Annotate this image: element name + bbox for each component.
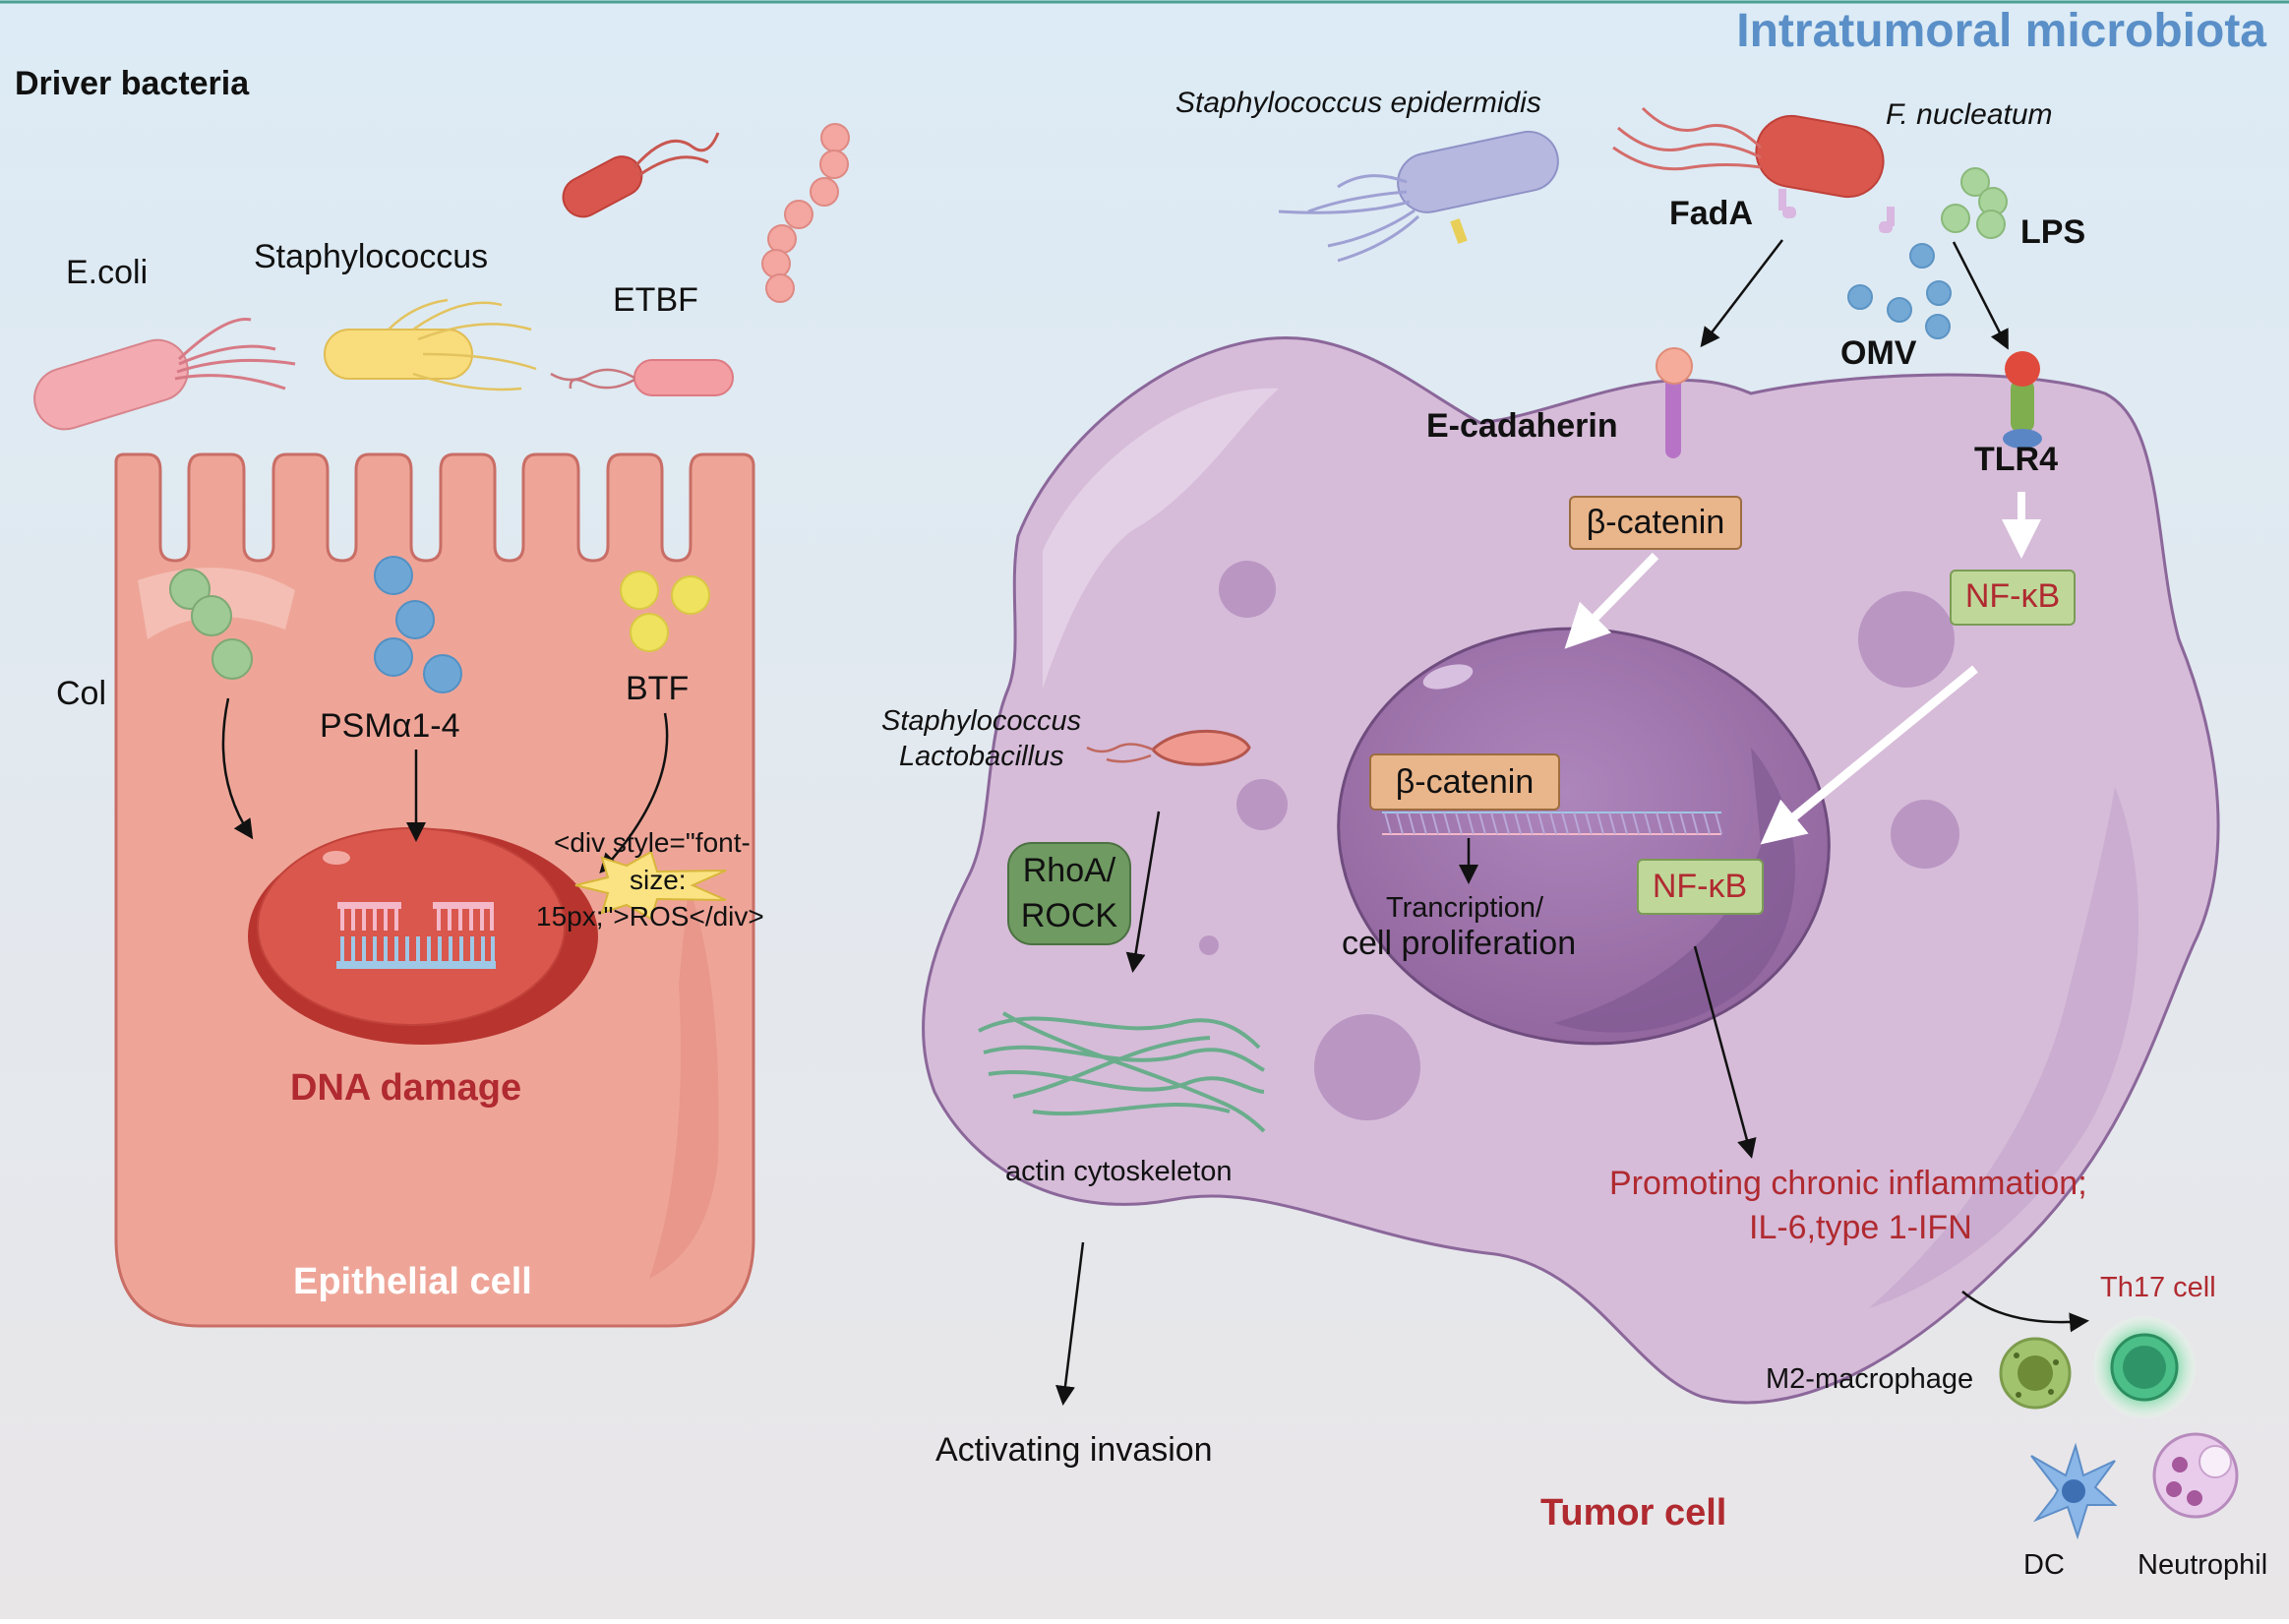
bcatenin-top-label: β-catenin	[1587, 504, 1725, 541]
tumor-cell-label: Tumor cell	[1540, 1492, 1726, 1534]
rhoa-label-line1: RhoA/	[1023, 852, 1116, 889]
bcatenin-nucleus-label: β-catenin	[1396, 763, 1535, 801]
arrow-inflammation-to-th17	[1961, 1291, 2089, 1333]
psm-label: PSMα1-4	[320, 707, 459, 745]
colibactin-particles	[169, 569, 253, 680]
nfkb-nucleus-label: NF-κB	[1653, 868, 1747, 905]
lps-label: LPS	[2020, 213, 2085, 251]
etbf-label: ETBF	[613, 281, 698, 319]
dc-label: DC	[2023, 1549, 2065, 1581]
e-cadherin-receptor-icon	[1656, 347, 1693, 458]
inflammation-label-line1: Promoting chronic inflammation;	[1609, 1165, 2087, 1202]
ecoli-bacterium-icon	[33, 318, 296, 431]
e-cadherin-label: E-cadaherin	[1426, 407, 1618, 445]
tumor-nucleus-shade	[1554, 748, 1795, 1033]
staph-epidermidis-label: Staphylococcus epidermidis	[1175, 87, 1541, 119]
lactobacillus-label: Lactobacillus	[899, 741, 1064, 772]
btf-particles	[620, 571, 710, 652]
arrow-actin-to-invasion	[1055, 1241, 1085, 1406]
fnucleatum-label: F. nucleatum	[1886, 98, 2053, 131]
rhoa-rock-box	[1007, 842, 1131, 945]
epithelial-shade	[649, 885, 719, 1279]
m2-macrophage-icon	[1999, 1337, 2072, 1410]
rhoa-label-line2: ROCK	[1021, 897, 1118, 934]
ecoli-label: E.coli	[66, 254, 148, 291]
omv-label: OMV	[1840, 334, 1917, 372]
tumor-cell-shade	[1869, 787, 2138, 1308]
dna-damage-label: DNA damage	[290, 1067, 521, 1109]
ros-label-line1: <div style="font-	[554, 827, 751, 858]
bcatenin-box-top	[1569, 496, 1742, 550]
staph2-label: Staphylococcus	[881, 705, 1081, 737]
ros-label-line3: 15px;">ROS</div>	[536, 901, 764, 932]
staphylococcus-label: Staphylococcus	[254, 238, 488, 275]
col-label: Col	[56, 675, 106, 712]
actin-label: actin cytoskeleton	[1005, 1156, 1233, 1187]
arrow-lps-to-tlr4	[1952, 241, 2009, 350]
actin-cytoskeleton-icon	[978, 1011, 1266, 1133]
lps-particles	[1941, 167, 2008, 239]
staphylococcus-bacterium-icon	[324, 298, 537, 391]
lactobacillus-bacterium-icon	[1086, 729, 1251, 766]
arrow-nfkb-to-inflammation	[1693, 945, 1757, 1159]
omv-particles	[1847, 243, 1952, 339]
arrow-bcatenin-to-nucleus	[1564, 552, 1659, 649]
bcatenin-box-nucleus	[1369, 753, 1560, 811]
btf-label: BTF	[626, 670, 689, 707]
proliferation-label: cell proliferation	[1342, 925, 1576, 962]
tlr4-receptor-icon	[2003, 351, 2042, 449]
tumor-vesicles	[1199, 561, 1959, 1120]
m2-macrophage-label: M2-macrophage	[1766, 1363, 1973, 1395]
ros-label-line2: size:	[630, 865, 687, 895]
neutrophil-label: Neutrophil	[2138, 1549, 2267, 1581]
fnucleatum-bacterium-icon	[1612, 106, 1895, 233]
dna-strand-icon	[336, 902, 496, 969]
nfkb-box-nucleus	[1637, 859, 1764, 915]
transcription-label: Trancription/	[1386, 892, 1544, 924]
arrow-col-to-nucleus	[221, 697, 254, 840]
fada-label: FadA	[1669, 195, 1753, 232]
staphylococcus-epidermidis-icon	[1278, 130, 1559, 263]
invasion-label: Activating invasion	[935, 1431, 1213, 1469]
th17-label: Th17 cell	[2100, 1272, 2216, 1303]
tlr4-label: TLR4	[1974, 441, 2058, 478]
ros-star-icon	[574, 850, 727, 921]
nfkb-top-label: NF-κB	[1965, 577, 2060, 615]
tumor-dna-icon	[1382, 812, 1722, 835]
inflammation-label-line2: IL-6,type 1-IFN	[1749, 1209, 1972, 1246]
rod-bacterium-icon	[562, 132, 720, 218]
tumor-cell-highlight	[1043, 388, 1279, 689]
nfkb-box-top	[1950, 570, 2076, 626]
streptococcus-chain-icon	[761, 123, 850, 303]
psm-particles	[374, 556, 462, 693]
dc-cell-icon	[2030, 1442, 2118, 1540]
tumor-nucleus-highlight	[1422, 664, 1474, 690]
neutrophil-icon	[2152, 1432, 2239, 1519]
arrow-fada-to-ecadherin	[1700, 239, 1783, 348]
arrow-nfkb-to-nucleus	[1760, 665, 1978, 845]
epithelial-cell-label: Epithelial cell	[293, 1261, 532, 1302]
arrow-btf-to-ros	[599, 712, 669, 873]
th17-cell-icon	[2093, 1316, 2196, 1418]
arrow-bacterium-to-actin	[1125, 811, 1161, 973]
page-title: Intratumoral microbiota	[1736, 5, 2266, 57]
epithelial-nucleus	[257, 827, 566, 1026]
etbf-bacterium-icon	[550, 359, 734, 396]
nucleus-highlight	[323, 851, 350, 865]
driver-bacteria-heading: Driver bacteria	[15, 65, 250, 102]
